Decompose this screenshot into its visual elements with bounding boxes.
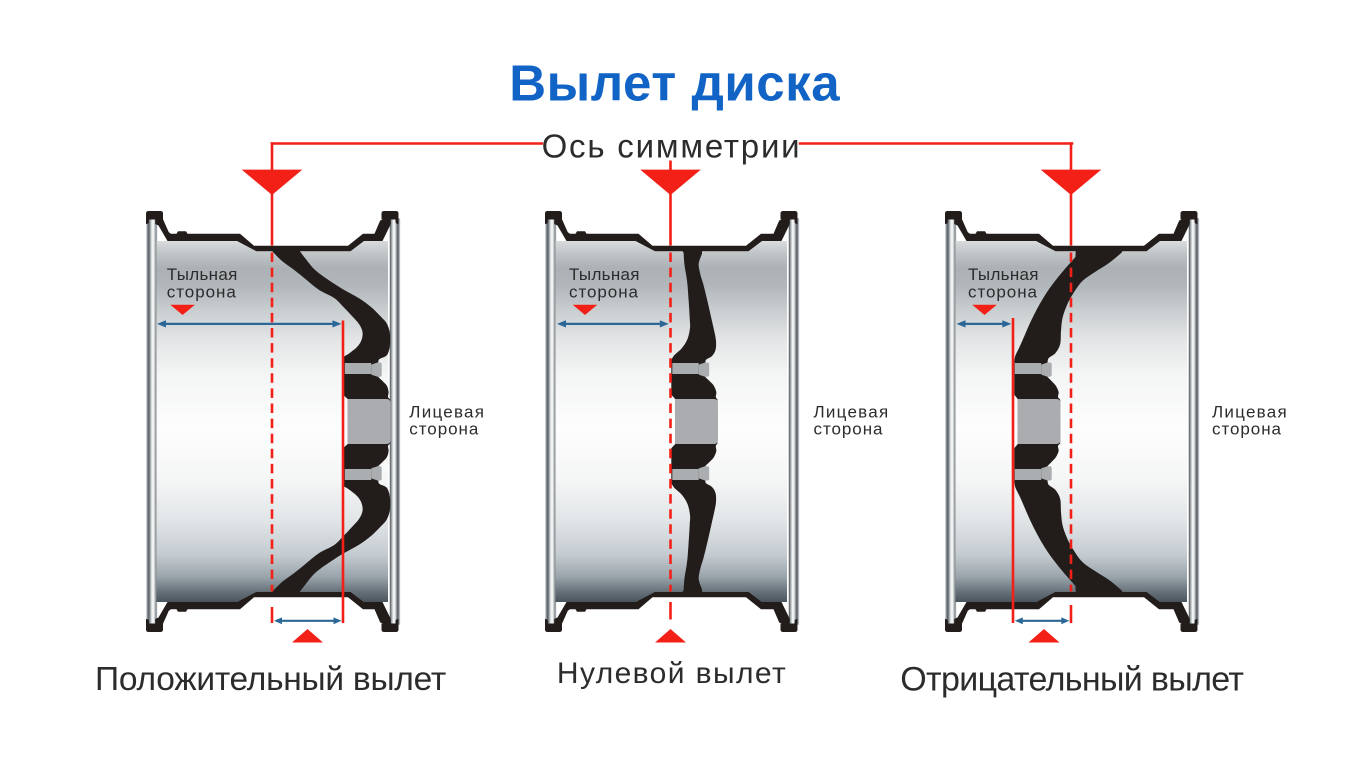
svg-text:сторона: сторона — [569, 283, 639, 302]
svg-text:сторона: сторона — [968, 283, 1038, 302]
svg-text:Тыльная: Тыльная — [167, 265, 238, 284]
svg-text:Положительный вылет: Положительный вылет — [95, 661, 446, 698]
svg-text:сторона: сторона — [167, 283, 237, 302]
svg-text:Вылет диска: Вылет диска — [509, 55, 840, 112]
svg-text:Лицевая: Лицевая — [814, 402, 890, 421]
svg-text:сторона: сторона — [409, 420, 479, 439]
svg-text:сторона: сторона — [814, 420, 884, 439]
svg-text:Лицевая: Лицевая — [409, 402, 485, 421]
svg-text:Отрицательный вылет: Отрицательный вылет — [900, 661, 1243, 699]
svg-text:Нулевой вылет: Нулевой вылет — [557, 657, 787, 690]
svg-text:Тыльная: Тыльная — [569, 265, 640, 284]
svg-text:Тыльная: Тыльная — [968, 265, 1039, 284]
svg-text:Ось симметрии: Ось симметрии — [542, 128, 802, 165]
svg-text:сторона: сторона — [1212, 420, 1282, 439]
svg-text:Лицевая: Лицевая — [1212, 402, 1288, 421]
